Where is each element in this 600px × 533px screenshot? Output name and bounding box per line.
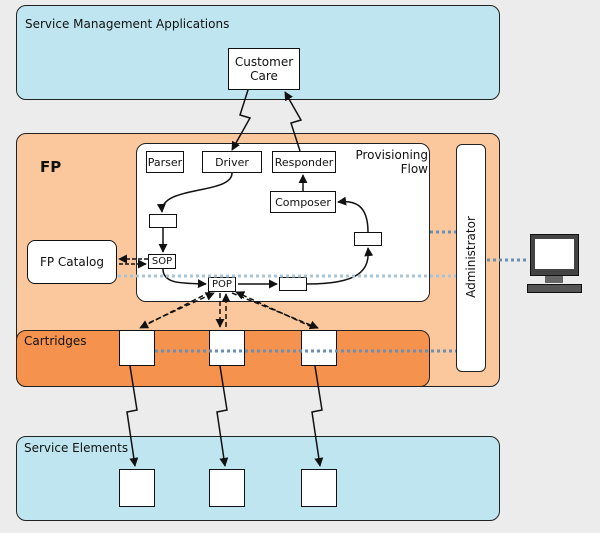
- queue-box-right: [354, 232, 382, 246]
- composer-box[interactable]: Composer: [270, 191, 336, 213]
- link-care-to-driver: [231, 89, 252, 151]
- link-driver-to-queue: [156, 172, 233, 213]
- link-cart1-se1: [126, 365, 139, 467]
- link-cart3-se3: [311, 365, 324, 467]
- cartridges-label: Cartridges: [24, 334, 87, 348]
- service-element-box-2[interactable]: [209, 469, 245, 507]
- link-pop-cart3-b: [235, 291, 313, 328]
- service-management-label: Service Management Applications: [25, 17, 230, 31]
- service-elements-label: Service Elements: [24, 441, 129, 455]
- sop-box[interactable]: SOP: [148, 254, 176, 269]
- link-right-to-composer: [337, 196, 369, 233]
- link-cart2-se2: [216, 365, 229, 467]
- service-elements-region: [16, 436, 500, 521]
- link-sop-to-pop: [162, 268, 207, 289]
- parser-box[interactable]: Parser: [146, 151, 184, 173]
- provisioning-flow-label: Provisioning Flow: [355, 148, 428, 176]
- service-element-box-3[interactable]: [301, 469, 337, 507]
- customer-care-box[interactable]: Customer Care: [228, 48, 300, 90]
- cartridge-box-2[interactable]: [209, 330, 245, 366]
- queue-box-left: [149, 214, 177, 228]
- cartridge-box-3[interactable]: [301, 330, 337, 366]
- cartridge-box-1[interactable]: [119, 330, 155, 366]
- responder-box[interactable]: Responder: [272, 151, 336, 173]
- link-responder-to-care: [284, 91, 303, 152]
- fp-catalog-box[interactable]: FP Catalog: [27, 240, 117, 284]
- service-element-box-1[interactable]: [119, 469, 155, 507]
- link-pop-cart1-b: [141, 292, 215, 327]
- link-queue-to-right: [306, 247, 374, 285]
- driver-box[interactable]: Driver: [202, 151, 262, 173]
- fp-label: FP: [40, 158, 62, 176]
- administrator-region[interactable]: [456, 144, 486, 372]
- computer-terminal-icon[interactable]: [527, 234, 584, 296]
